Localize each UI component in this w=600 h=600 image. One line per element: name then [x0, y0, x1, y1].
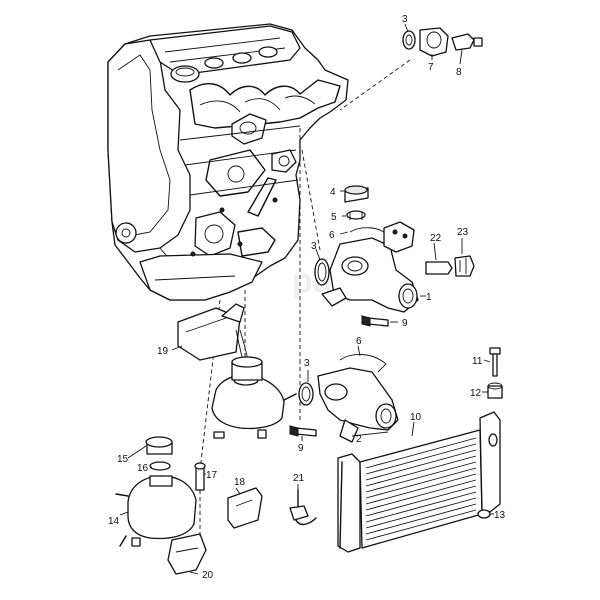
callout-6: 6: [329, 230, 335, 241]
callout-4: 4: [330, 187, 336, 198]
engine-block: [107, 23, 349, 301]
callout-3: 3: [402, 14, 408, 25]
callout-9: 9: [402, 318, 408, 329]
callout-15: 15: [117, 454, 129, 465]
bracket-18: [227, 487, 263, 529]
callout-1: 1: [426, 292, 432, 303]
callout-12: 12: [470, 388, 482, 399]
callout-7: 7: [428, 62, 434, 73]
callout-leaders: [119, 23, 494, 575]
callout-16: 16: [137, 463, 149, 474]
callout-9: 9: [298, 443, 304, 454]
callout-14: 14: [108, 516, 120, 527]
callout-10: 10: [410, 412, 422, 423]
callout-18: 18: [234, 477, 246, 488]
callout-11: 11: [472, 356, 483, 367]
radiator: [337, 347, 503, 553]
callout-3: 3: [304, 358, 310, 369]
sender-assembly: [402, 27, 483, 57]
expansion-tank-lower: [115, 436, 207, 575]
callout-5: 5: [331, 212, 337, 223]
coolant-flange-lower: [289, 354, 399, 443]
callout-22: 22: [430, 233, 442, 244]
callout-6: 6: [356, 336, 362, 347]
callout-21: 21: [293, 473, 305, 484]
callouts: 3 7 8 4 5 6 3 22 23 1 9 6 3 2 9 10 11 12…: [108, 14, 506, 581]
callout-19: 19: [157, 346, 169, 357]
callout-13: 13: [494, 510, 506, 521]
callout-23: 23: [457, 227, 469, 238]
connector-21: [289, 489, 317, 526]
callout-2: 2: [356, 434, 362, 445]
callout-17: 17: [206, 470, 218, 481]
callout-3: 3: [311, 241, 317, 252]
callout-8: 8: [456, 67, 462, 78]
coolant-flange-upper: [314, 185, 475, 327]
expansion-tank-upper: [211, 356, 297, 439]
callout-20: 20: [202, 570, 214, 581]
